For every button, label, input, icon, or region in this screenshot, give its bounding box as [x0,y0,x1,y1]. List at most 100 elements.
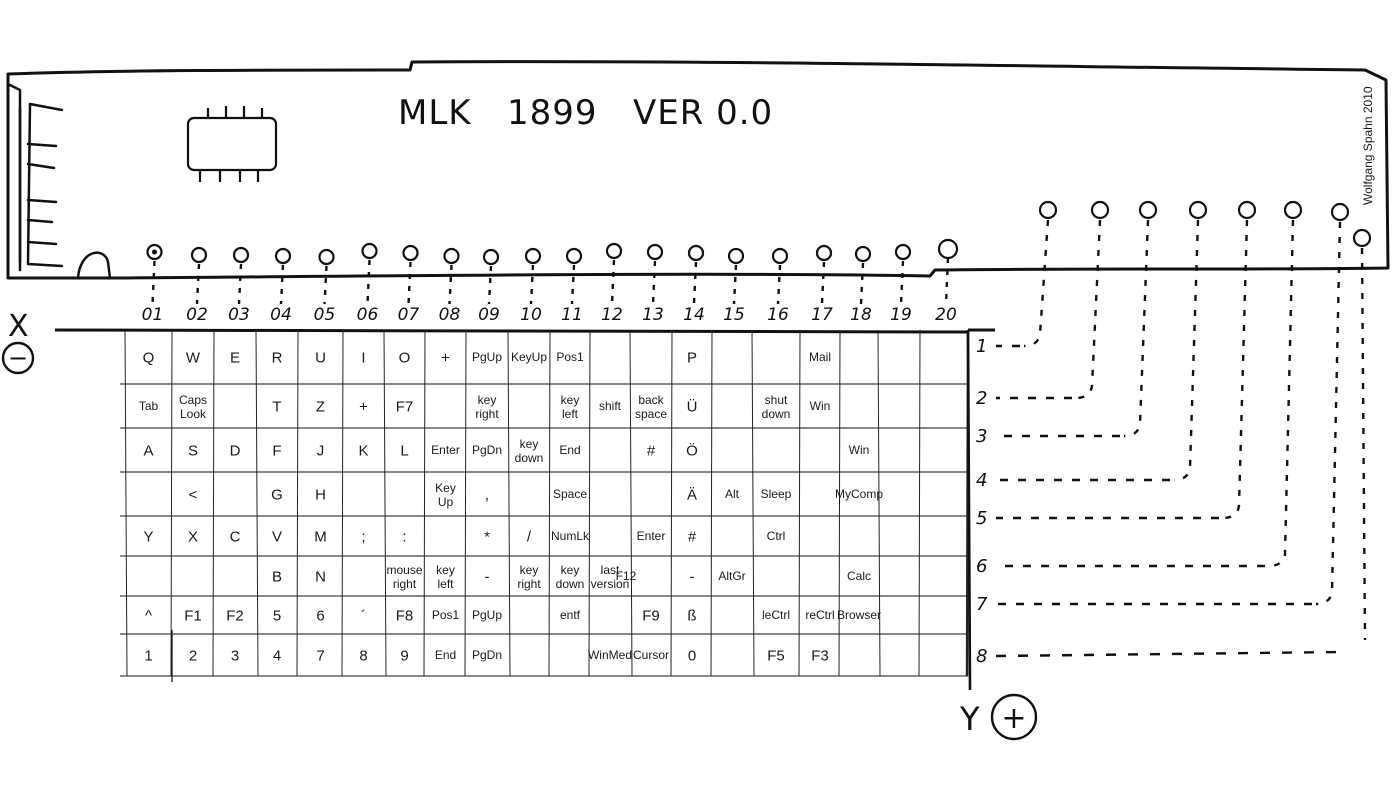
column-label: 08 [439,305,461,325]
row-pin-icon [1188,200,1208,220]
key-cell: 3 [231,647,239,664]
grid-col-line [464,329,467,677]
key-cell: C [230,528,241,545]
grid-col-line [212,329,215,677]
grid-col-line [751,329,755,677]
key-cell: W [186,349,201,366]
column-label: 02 [186,305,208,325]
key-cell: 4 [273,647,281,664]
key-cell-line: left [562,407,579,421]
column-label: 01 [142,305,164,325]
column-label: 09 [478,305,500,325]
key-cell: ´ [361,607,366,624]
column-pin-icon [443,247,460,265]
key-cell: B [272,568,282,585]
key-cell-line: down [515,451,544,465]
key-cell: F7 [396,398,414,415]
column-lead [151,260,156,305]
column-lead [195,263,201,305]
key-cell-line: down [556,577,585,591]
key-cell: Alt [725,487,740,501]
edge-connector [18,102,64,268]
key-cell: Ctrl [767,529,786,543]
row-pin-icon [1330,202,1350,222]
column-pin-icon [937,238,959,260]
row-lead [1173,219,1200,482]
column-lead [610,259,616,305]
key-cell: entf [560,608,581,622]
column-pin-icon [524,247,542,265]
row-pin-icon [1237,200,1257,220]
key-cell: Enter [431,443,460,457]
column-pin-icon [727,247,745,265]
key-cell: F8 [396,607,414,624]
key-cell: N [315,568,326,585]
key-cell: F [272,442,281,459]
key-cell: + [359,398,368,415]
key-cell: F12 [616,569,637,583]
column-pin-icon [854,245,872,263]
y-axis-label: Y [959,700,980,738]
column-lead [323,265,328,305]
key-cell: End [435,648,456,662]
key-cell: NumLk [551,529,590,543]
key-cell: F1 [184,607,202,624]
row-pin-icon [1283,200,1303,220]
column-lead [448,264,453,305]
grid-col-line [548,329,551,677]
key-cell-line: key [520,437,539,451]
key-cell: E [230,349,240,366]
column-label: 03 [228,305,250,325]
key-cell: Sleep [761,487,792,501]
key-cell: J [317,442,325,459]
key-cell: S [188,442,198,459]
key-cell: Ö [686,441,698,459]
column-lead [570,264,576,305]
column-lead [732,264,738,305]
minus-circle-icon [1,341,35,375]
key-cell-line: space [635,407,667,421]
grid-col-line [918,329,921,677]
key-cell: H [315,486,326,503]
key-cell-line: right [475,407,499,421]
key-cell: PgDn [472,443,502,457]
key-cell-line: back [638,393,664,407]
column-pin-icon [771,247,789,265]
key-cell: 8 [359,647,367,664]
plus-circle-icon [990,693,1038,741]
y-axis-sign: + [1001,701,1026,736]
key-cell: , [485,486,489,503]
key-cell-line: key [520,563,539,577]
column-label: 19 [890,305,912,325]
key-cell: AltGr [718,569,745,583]
key-cell: X [188,528,198,545]
column-pin-icon [232,246,250,264]
column-label: 18 [850,305,872,325]
x-axis-label: X [8,309,29,344]
author-credit: Wolfgang Spahn 2010 [1361,86,1375,205]
grid-col-line [423,329,426,677]
key-cell: PgUp [472,608,502,622]
column-pin-icon [318,248,335,266]
key-cell: Win [810,399,831,413]
key-cell: Z [316,398,325,415]
column-lead [279,264,285,305]
column-lead [944,257,950,305]
key-cell: Q [143,349,155,366]
row-pin-icon [1090,200,1110,220]
column-pin-icon [646,243,664,261]
grid-col-line [798,329,801,677]
key-cell: Mail [809,350,831,364]
key-cell: F2 [226,607,244,624]
column-lead [899,260,905,305]
column-label: 15 [723,305,745,325]
key-cell: + [441,349,450,366]
